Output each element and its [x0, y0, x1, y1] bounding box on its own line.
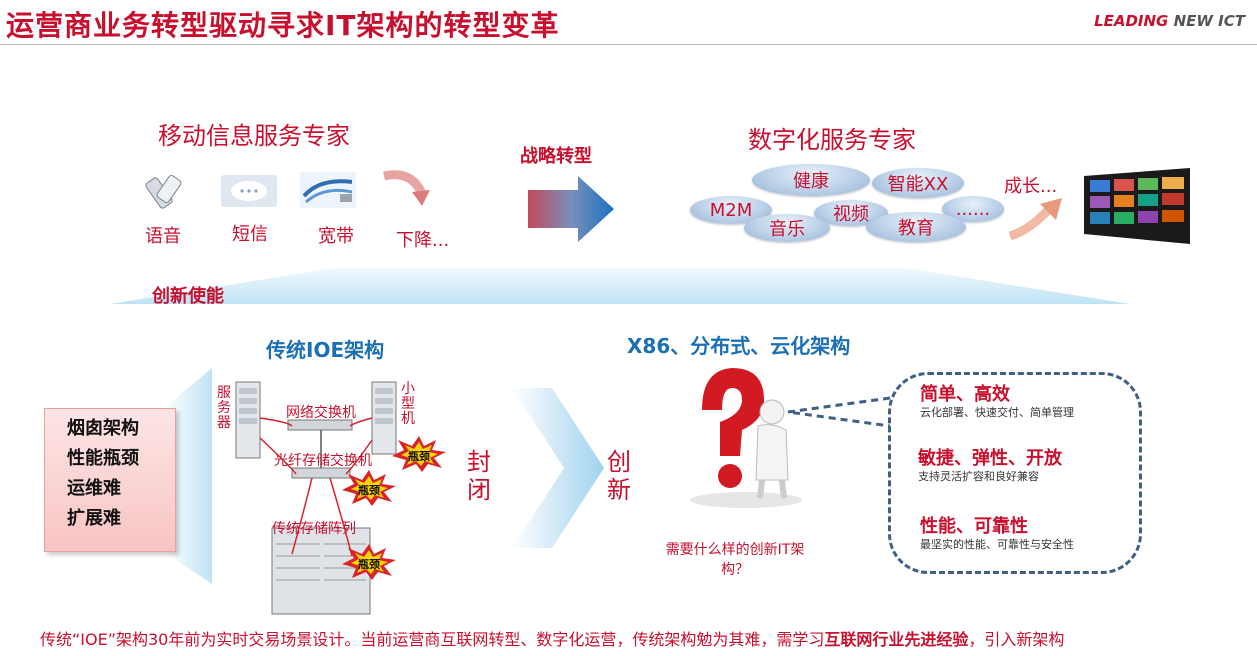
question-text: 需要什么样的创新IT架构？	[665, 542, 805, 578]
service-sms-label: 短信	[232, 224, 268, 245]
ioe-title: 传统IOE架构	[266, 338, 385, 362]
left-heading: 移动信息服务专家	[158, 122, 350, 150]
brand-logo: LEADING NEW ICT	[1094, 12, 1245, 30]
feature-title: 简单、高效	[920, 384, 1010, 405]
feature-title: 性能、可靠性	[920, 516, 1028, 537]
storage-array-icon	[271, 527, 371, 615]
bottom-statement: 传统“IOE”架构30年前为实时交易场景设计。当前运营商互联网转型、数字化运营，…	[40, 626, 1064, 650]
bottom-highlight: 互联网行业先进经验	[824, 630, 969, 649]
bubble-pointer	[787, 396, 891, 428]
ioe-diagram	[235, 381, 397, 615]
bottleneck-burst-icon	[342, 470, 396, 506]
problem-item: 扩展难	[67, 508, 121, 529]
service-voice-label: 语音	[145, 226, 181, 247]
cloud-smart: 智能XX	[872, 168, 964, 198]
feature-subtitle: 支持灵活扩容和良好兼容	[918, 470, 1039, 483]
right-heading: 数字化服务专家	[748, 126, 916, 154]
innovation-arrow-icon	[512, 388, 604, 548]
server-rack-icon	[235, 381, 261, 459]
fc-switch-label: 光纤存储交换机	[274, 453, 372, 469]
bottleneck-label: 瓶颈	[408, 450, 430, 463]
cloud-music: 音乐	[744, 214, 830, 242]
bottom-suffix: ，引入新架构	[968, 630, 1065, 649]
brand-logo-new-ict: NEW ICT	[1168, 12, 1245, 30]
decline-arrow-icon	[383, 170, 430, 206]
cloud-health: 健康	[752, 164, 870, 196]
minicomputer-label: 小型机	[401, 381, 415, 427]
problem-item: 运维难	[67, 478, 121, 499]
phone-icon	[145, 175, 182, 209]
problem-item: 烟囱架构	[67, 418, 139, 439]
bottleneck-burst-icon	[342, 544, 396, 580]
network-switch-label: 网络交换机	[286, 405, 356, 421]
decline-label: 下降...	[396, 230, 450, 251]
page-title: 运营商业务转型驱动寻求IT架构的转型变革	[6, 9, 560, 42]
bottleneck-burst-icon	[392, 436, 446, 472]
feature-title: 敏捷、弹性、开放	[918, 448, 1062, 469]
server-label: 服务器	[217, 385, 231, 431]
question-figure-icon	[690, 368, 802, 508]
strategy-label: 战略转型	[520, 146, 592, 167]
broadband-cable-icon	[300, 172, 356, 208]
growth-arrow-icon	[1008, 198, 1062, 240]
minicomputer-icon	[371, 381, 397, 455]
enable-label: 创新使能	[152, 286, 224, 307]
closed-label: 封闭	[467, 448, 491, 504]
enablement-band	[110, 268, 1130, 304]
video-wall-icon	[1084, 168, 1190, 244]
feature-subtitle: 最坚实的性能、可靠性与安全性	[920, 538, 1074, 551]
bottleneck-label: 瓶颈	[358, 484, 380, 497]
service-broadband-label: 宽带	[318, 226, 354, 247]
x86-title: X86、分布式、云化架构	[627, 334, 851, 358]
problem-card-glow	[164, 368, 212, 584]
features-bubble	[888, 372, 1142, 574]
problem-card: 烟囱架构 性能瓶颈 运维难 扩展难	[44, 408, 176, 552]
brand-logo-leading: LEADING	[1094, 12, 1169, 30]
innovate-label: 创新	[607, 448, 631, 504]
bottleneck-label: 瓶颈	[358, 558, 380, 571]
chat-bubble-icon	[221, 175, 277, 207]
growth-label: 成长...	[1004, 176, 1058, 197]
storage-array-label: 传统存储阵列	[272, 521, 356, 537]
bottom-prefix: 传统“IOE”架构30年前为实时交易场景设计。当前运营商互联网转型、数字化运营，…	[40, 630, 825, 649]
problem-item: 性能瓶颈	[67, 448, 139, 469]
feature-subtitle: 云化部署、快速交付、简单管理	[920, 406, 1074, 419]
cloud-education: 教育	[866, 212, 966, 242]
strategy-arrow-icon	[528, 176, 614, 242]
header-divider	[0, 44, 1257, 45]
